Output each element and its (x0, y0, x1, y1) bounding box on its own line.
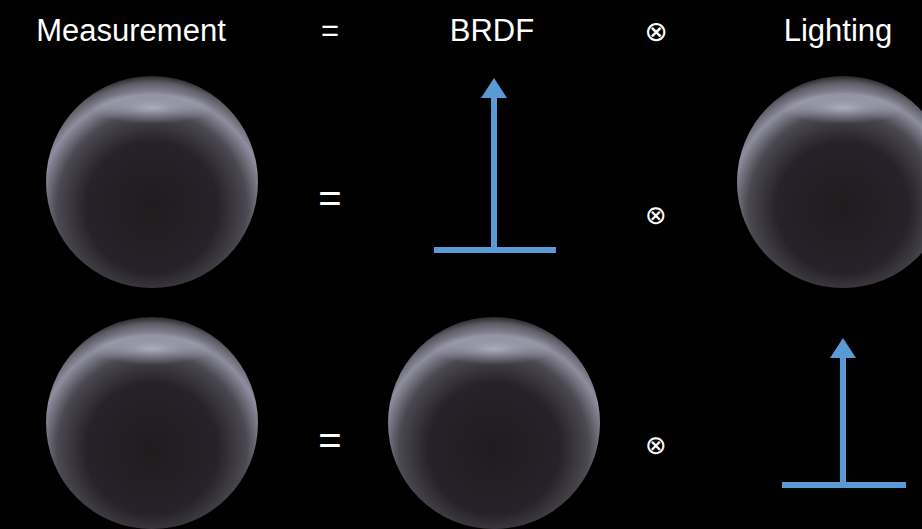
sphere (46, 76, 258, 288)
column-heading: Lighting (784, 15, 893, 46)
equals-sign: = (321, 15, 339, 46)
column-heading: BRDF (450, 15, 534, 46)
impulse-symbol (782, 338, 906, 485)
impulse-symbol (434, 78, 556, 250)
sphere (388, 317, 600, 529)
equals-sign: = (318, 178, 341, 218)
convolution-sign: ⊗ (644, 18, 667, 46)
sphere (46, 317, 258, 529)
convolution-sign: ⊗ (645, 432, 667, 458)
equals-sign: = (318, 420, 341, 460)
convolution-sign: ⊗ (645, 202, 667, 228)
column-heading: Measurement (36, 15, 226, 46)
sphere (737, 76, 922, 288)
